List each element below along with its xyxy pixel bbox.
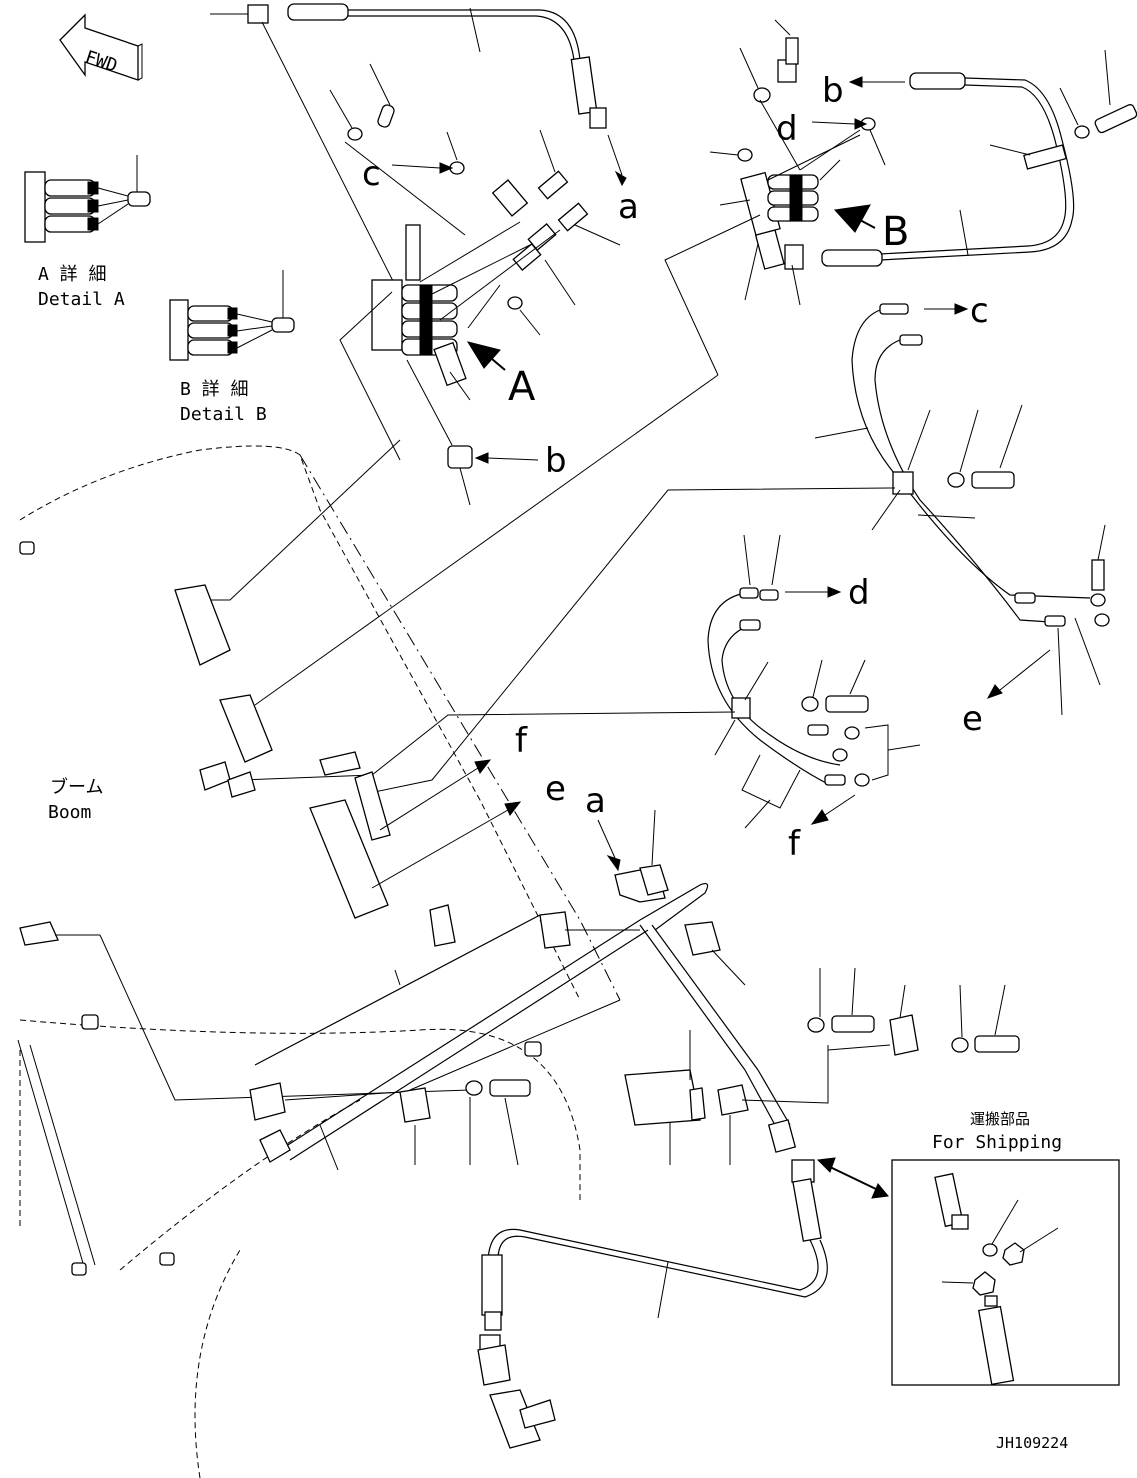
right-hose-icon — [821, 49, 1137, 267]
fwd-arrow-icon — [59, 13, 143, 81]
shipping-parts-icon — [934, 1172, 1059, 1386]
label-b-right: b — [822, 71, 844, 111]
detail-a-label-en: Detail A — [38, 289, 125, 310]
label-a-top: a — [618, 187, 639, 227]
label-c-left: c — [362, 154, 381, 194]
label-f-mid: f — [515, 721, 528, 761]
detail-b-valve-icon — [169, 270, 295, 361]
label-c-right: c — [970, 291, 989, 331]
double-arrow-icon — [816, 1157, 889, 1199]
label-d-mid: d — [848, 573, 870, 613]
label-e-right: e — [962, 699, 983, 739]
steel-tube-assembly-icon — [99, 809, 1020, 1171]
bottom-hose-icon — [477, 1159, 828, 1449]
boom-outline-icon — [17, 445, 621, 1478]
detail-a-label-jp: A 詳 細 — [38, 264, 107, 285]
detail-b-label-en: Detail B — [180, 404, 267, 425]
view-a-label: A — [508, 364, 536, 410]
detail-a-valve-icon — [24, 155, 151, 243]
hose-assembly-d-f-icon — [707, 534, 921, 829]
boom-label-jp: ブーム — [50, 776, 103, 798]
label-a-lower: a — [585, 781, 606, 821]
boom-label-en: Boom — [48, 802, 91, 823]
detail-b-label-jp: B 詳 細 — [180, 379, 249, 400]
label-e-mid: e — [545, 769, 566, 809]
valve-a-assembly-icon — [329, 63, 621, 401]
drawing-number: JH109224 — [996, 1434, 1068, 1452]
top-hose-icon — [210, 3, 607, 286]
hose-pair-c-icon — [814, 303, 1110, 716]
shipping-label-jp: 運搬部品 — [970, 1110, 1030, 1128]
label-f-right: f — [788, 824, 801, 864]
label-d-right: d — [776, 109, 798, 149]
valve-b-assembly-icon — [709, 19, 886, 306]
shipping-label-en: For Shipping — [932, 1132, 1062, 1153]
fitting-b-icon — [406, 359, 473, 506]
label-b-left: b — [545, 441, 567, 481]
view-b-label: B — [882, 209, 909, 255]
boom-brackets-icon — [19, 584, 456, 947]
